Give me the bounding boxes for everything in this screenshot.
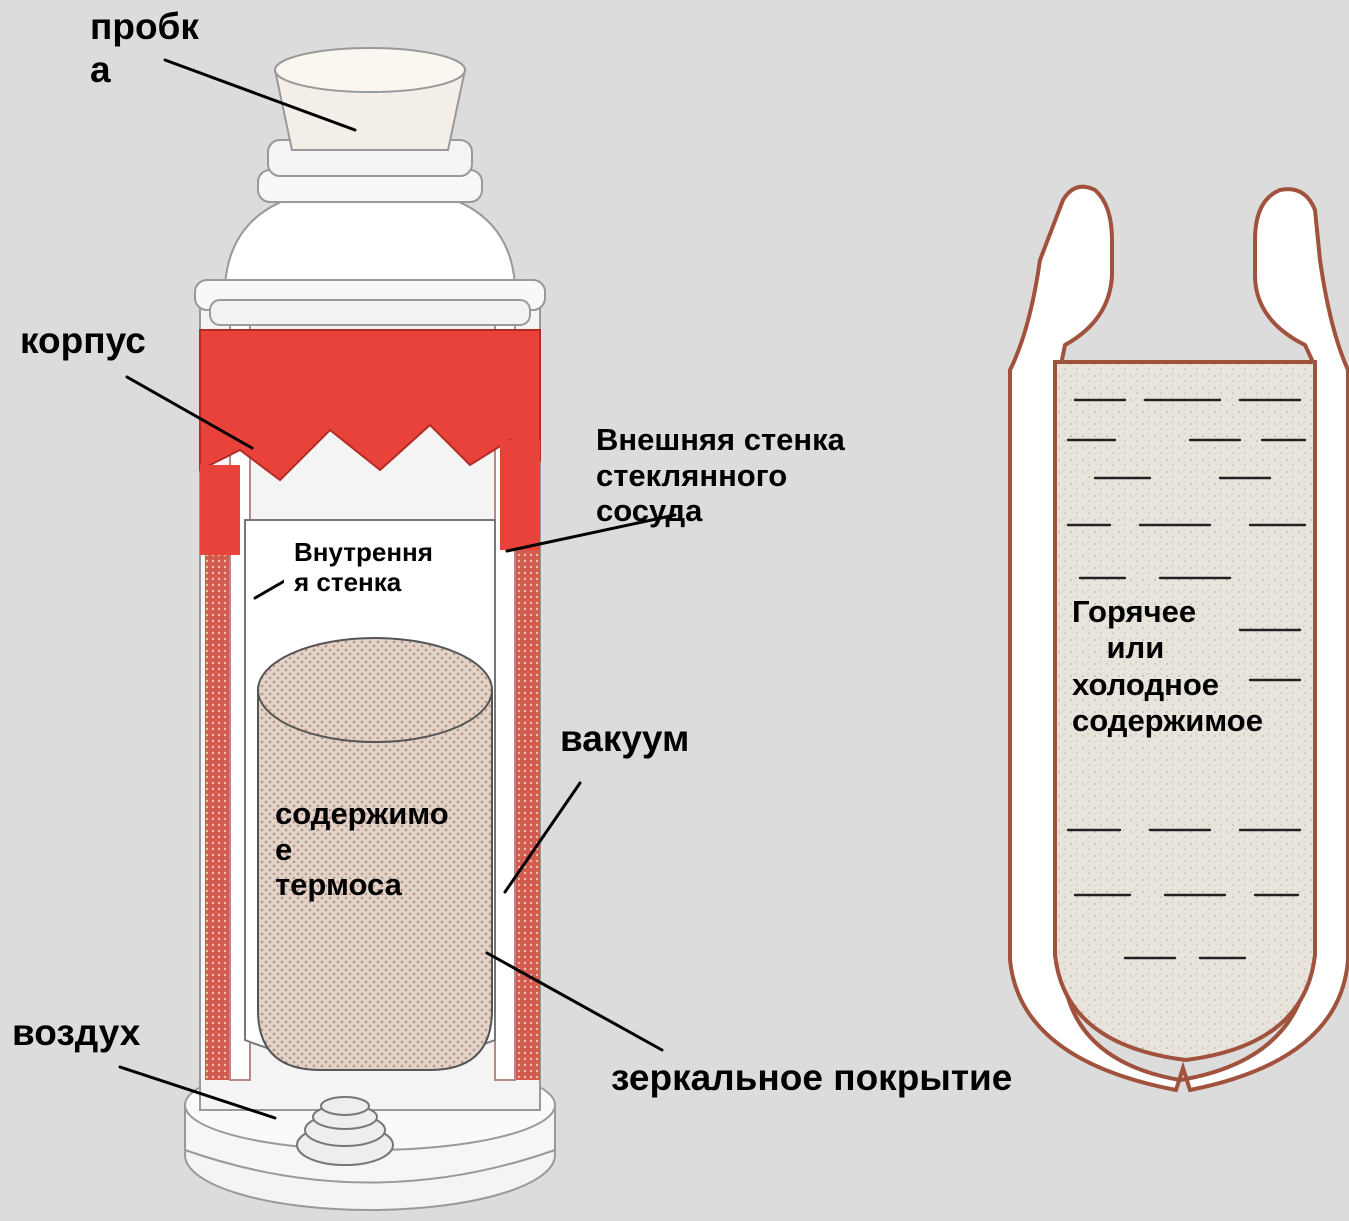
cork	[275, 48, 465, 150]
label-cork: пробк а	[90, 6, 199, 91]
label-body: корпус	[20, 320, 146, 363]
thermos-neck	[195, 140, 545, 325]
label-vacuum: вакуум	[560, 718, 689, 761]
label-flask-contents: Горячее или холодное содержимое	[1072, 594, 1263, 739]
label-outer-wall: Внешняя стенка стеклянного сосуда	[596, 422, 845, 529]
label-air: воздух	[12, 1012, 140, 1055]
thermos	[185, 48, 555, 1210]
label-mirror-coating: зеркальное покрытие	[611, 1057, 1012, 1100]
label-contents: содержимо е термоса	[275, 796, 449, 903]
label-inner-wall: Внутрення я стенка	[294, 538, 433, 598]
